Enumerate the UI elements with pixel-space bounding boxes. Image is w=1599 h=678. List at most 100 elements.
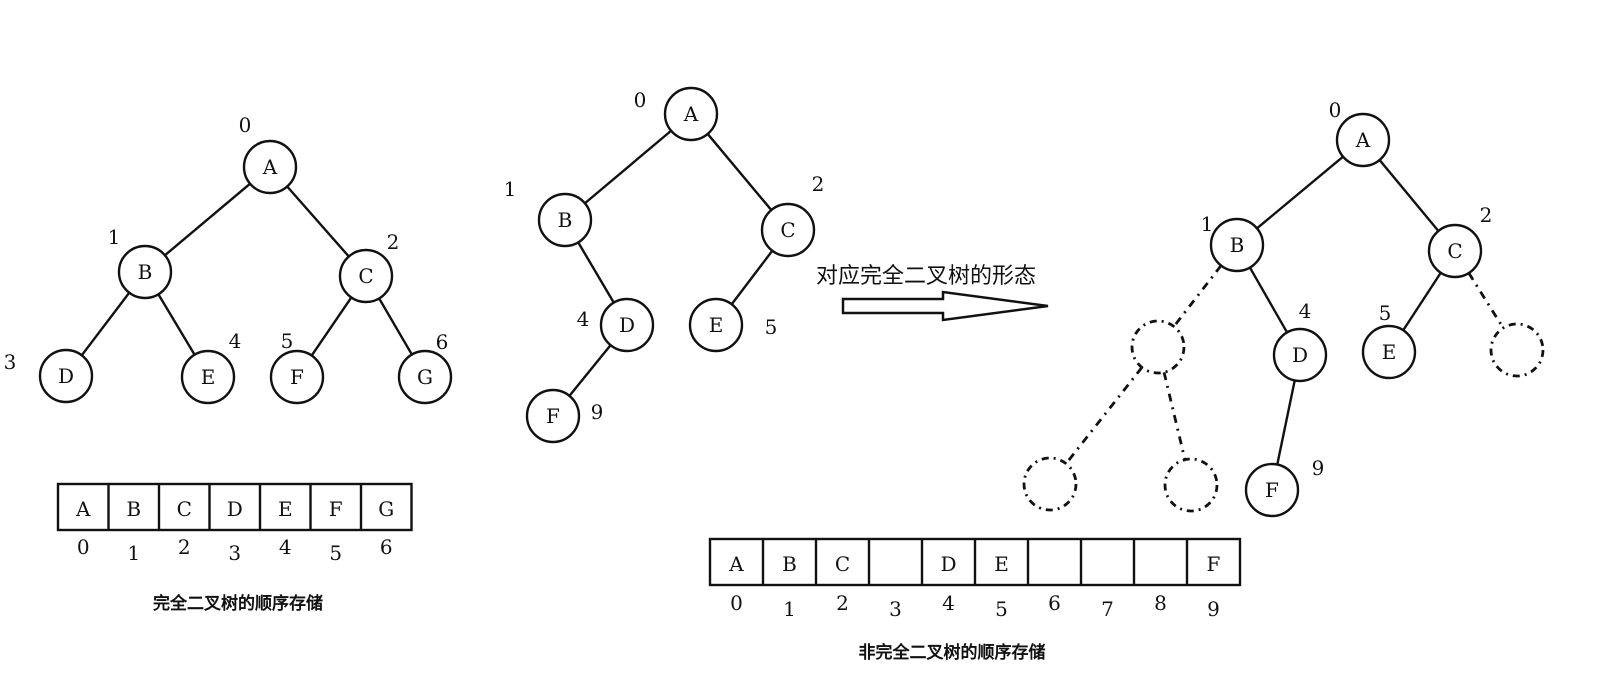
node-label: A bbox=[262, 155, 278, 179]
node-circle bbox=[397, 349, 453, 405]
node-index-label: 2 bbox=[1480, 203, 1493, 227]
array-cell-value: D bbox=[940, 552, 956, 576]
transform-arrow: 对应完全二叉树的形态 bbox=[816, 264, 1049, 322]
array-index-label: 8 bbox=[1154, 591, 1167, 615]
node-label: C bbox=[780, 218, 795, 242]
node-index-label: 2 bbox=[387, 230, 400, 254]
complete-tree-edge-b-e bbox=[157, 293, 196, 356]
array-cell-value: G bbox=[378, 497, 394, 521]
virtual-node-circle bbox=[1130, 319, 1186, 375]
node-circle bbox=[338, 248, 394, 304]
incomplete-tree-array-cell-6: 6 bbox=[1048, 591, 1061, 615]
complete-tree-edge-b-d bbox=[80, 291, 131, 357]
node-circle bbox=[537, 192, 593, 248]
node-label: D bbox=[619, 313, 635, 337]
virtual-tree-edge-a-c bbox=[1378, 159, 1440, 232]
complete-tree-array-cell-2: C2 bbox=[177, 497, 192, 559]
node-circle bbox=[180, 349, 236, 405]
arrow-label: 对应完全二叉树的形态 bbox=[816, 264, 1036, 289]
incomplete-tree-array-cell-2: C2 bbox=[835, 552, 850, 615]
node-label: G bbox=[417, 365, 433, 389]
node-index-label: 0 bbox=[239, 113, 252, 137]
complete-tree-caption: 完全二叉树的顺序存储 bbox=[153, 593, 323, 614]
incomplete-tree-node-b: B1 bbox=[504, 177, 593, 248]
node-circle bbox=[599, 297, 655, 353]
array-index-label: 6 bbox=[1048, 591, 1061, 615]
node-circle bbox=[269, 349, 325, 405]
virtual-tree-node-f: F9 bbox=[1244, 456, 1324, 518]
complete-tree-edge-a-c bbox=[286, 185, 350, 258]
node-circle bbox=[38, 348, 94, 404]
incomplete-tree-node-c: C2 bbox=[760, 172, 825, 258]
node-circle bbox=[1361, 324, 1417, 380]
virtual-tree-edge-b-v3 bbox=[1172, 264, 1223, 328]
virtual-tree-edge-v3-v8 bbox=[1162, 371, 1187, 461]
incomplete-tree-caption: 非完全二叉树的顺序存储 bbox=[859, 642, 1046, 663]
incomplete-tree-edge-d-f bbox=[568, 344, 612, 397]
node-index-label: 5 bbox=[1379, 301, 1392, 325]
incomplete-tree-edge-b-d bbox=[577, 241, 615, 304]
array-index-label: 5 bbox=[995, 597, 1008, 621]
array-index-label: 4 bbox=[942, 591, 955, 615]
array-index-label: 5 bbox=[329, 541, 342, 565]
virtual-tree-node-c: C2 bbox=[1427, 203, 1493, 279]
incomplete-tree-array-cell-1: B1 bbox=[782, 552, 797, 621]
virtual-tree-node-a: A0 bbox=[1329, 98, 1391, 168]
array-cell-value: E bbox=[994, 552, 1009, 576]
node-label: E bbox=[201, 365, 216, 389]
array-index-label: 0 bbox=[77, 535, 90, 559]
node-label: A bbox=[1355, 128, 1371, 152]
complete-tree-node-f: F5 bbox=[269, 329, 325, 405]
node-index-label: 4 bbox=[1299, 299, 1312, 323]
virtual-node-circle bbox=[1489, 322, 1545, 378]
incomplete-tree-edge-a-c bbox=[706, 133, 773, 211]
node-label: C bbox=[358, 264, 373, 288]
virtual-tree-node-d: D4 bbox=[1272, 299, 1328, 383]
node-circle bbox=[688, 297, 744, 353]
node-circle bbox=[663, 86, 719, 142]
node-circle bbox=[760, 202, 816, 258]
node-label: E bbox=[1382, 340, 1397, 364]
array-index-label: 1 bbox=[783, 597, 796, 621]
array-index-label: 9 bbox=[1207, 597, 1220, 621]
virtual-tree-node-b: B1 bbox=[1201, 212, 1265, 273]
complete-tree-array-cell-0: A0 bbox=[75, 497, 91, 559]
node-label: D bbox=[58, 364, 74, 388]
node-circle bbox=[242, 139, 298, 195]
complete-tree-array-cell-6: G6 bbox=[378, 497, 394, 559]
hollow-arrow-icon bbox=[841, 290, 1049, 322]
array-index-label: 2 bbox=[836, 591, 849, 615]
node-index-label: 2 bbox=[812, 172, 825, 196]
node-index-label: 4 bbox=[229, 329, 242, 353]
virtual-tree-edge-c-v6 bbox=[1467, 272, 1505, 329]
node-index-label: 1 bbox=[1201, 212, 1214, 236]
node-index-label: 5 bbox=[765, 315, 778, 339]
node-circle bbox=[1335, 112, 1391, 168]
virtual-tree-edge-c-e bbox=[1402, 272, 1442, 331]
array-index-label: 6 bbox=[380, 535, 393, 559]
array-index-label: 4 bbox=[279, 535, 292, 559]
node-label: D bbox=[1292, 343, 1308, 367]
incomplete-tree-array-cell-4: D4 bbox=[940, 552, 956, 615]
array-index-label: 3 bbox=[228, 541, 241, 565]
complete-tree-edge-c-f bbox=[310, 296, 353, 357]
complete-tree-node-e: E4 bbox=[180, 329, 242, 405]
array-index-label: 3 bbox=[889, 597, 902, 621]
complete-tree-edge-c-g bbox=[378, 297, 413, 356]
node-circle bbox=[1272, 327, 1328, 383]
node-index-label: 0 bbox=[634, 88, 647, 112]
node-index-label: 3 bbox=[4, 350, 17, 374]
node-index-label: 0 bbox=[1329, 98, 1342, 122]
array-index-label: 0 bbox=[730, 591, 743, 615]
node-index-label: 9 bbox=[591, 400, 604, 424]
node-label: B bbox=[1230, 233, 1245, 257]
node-index-label: 4 bbox=[577, 307, 590, 331]
node-circle bbox=[117, 244, 173, 300]
array-index-label: 7 bbox=[1101, 597, 1114, 621]
complete-tree-array-cell-4: E4 bbox=[278, 497, 293, 559]
